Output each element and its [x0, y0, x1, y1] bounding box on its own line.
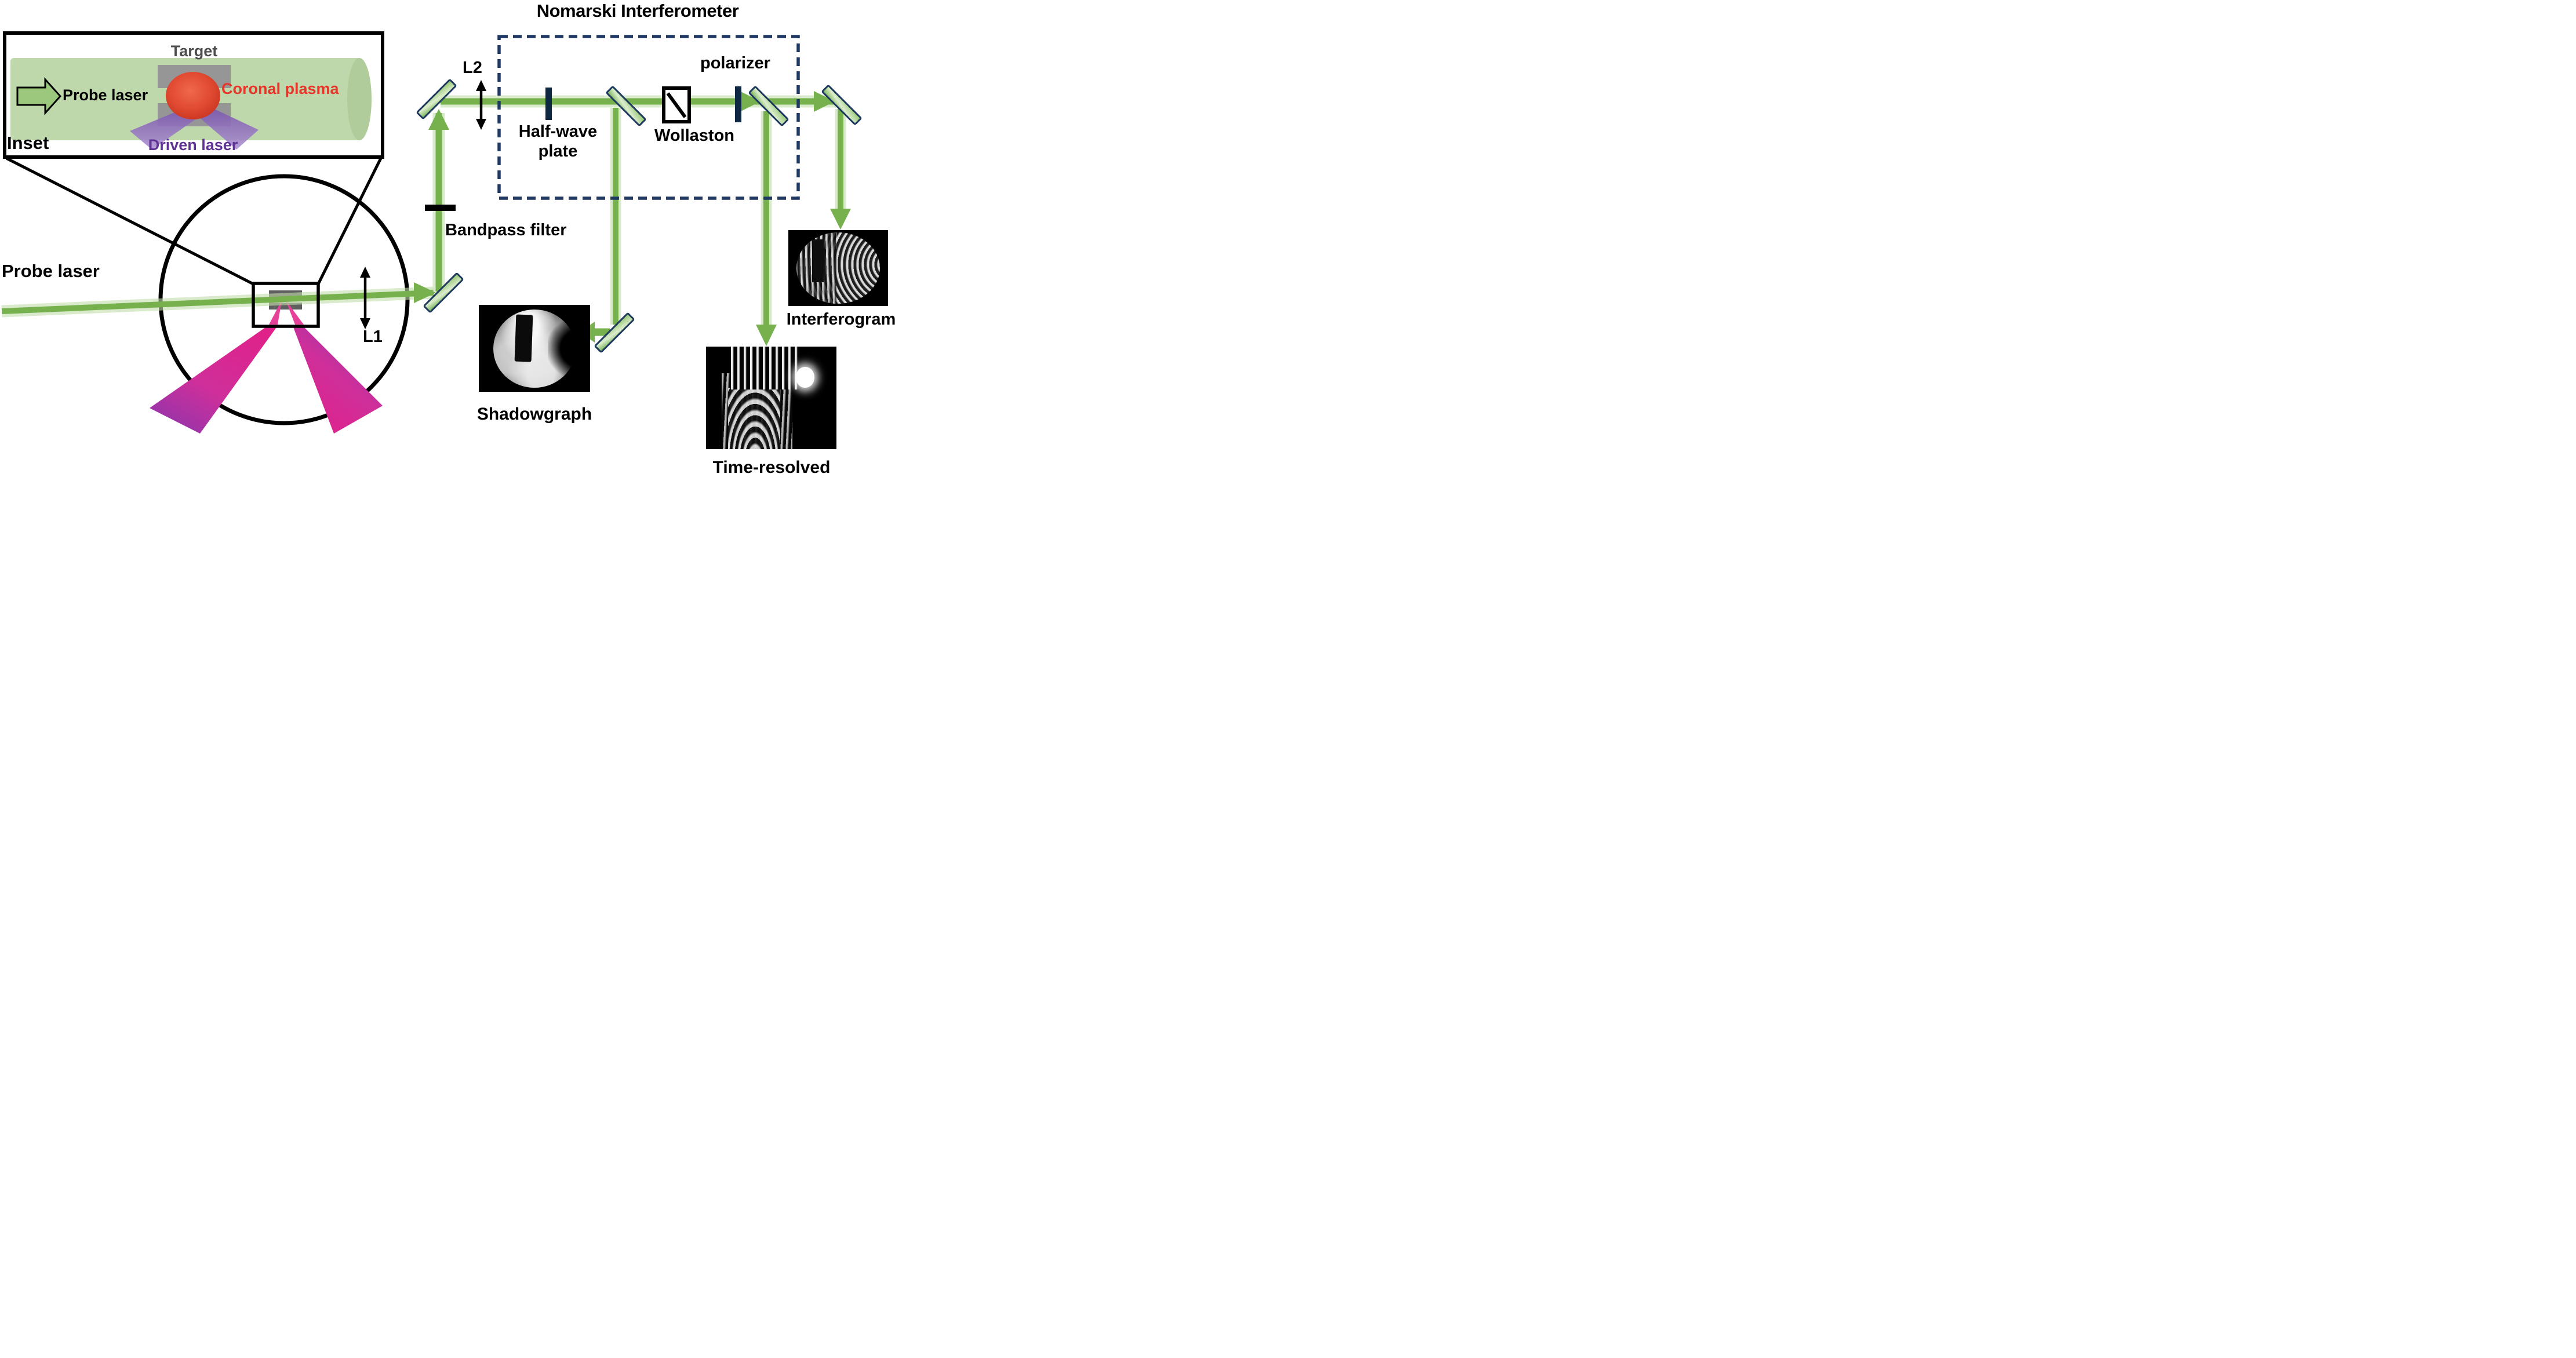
bandpass-filter-bar [425, 205, 456, 211]
lens2-icon [476, 80, 486, 130]
inset-probe-arrow-icon [16, 77, 62, 115]
half-wave-plate-icon [545, 88, 552, 120]
lens1-icon [360, 267, 370, 329]
shadowgraph-target-notch [514, 314, 533, 362]
inset-frame-label: Inset [7, 133, 49, 153]
coronal-plasma-ellipse [166, 72, 220, 119]
beamsplitter1-icon [606, 86, 646, 126]
inset-target-label: Target [170, 42, 218, 60]
interferogram-caption: Interferogram [786, 310, 896, 329]
shadowgraph-image [479, 305, 590, 392]
lens1-label: L1 [363, 327, 383, 346]
mirror2-icon [416, 79, 457, 119]
mirror3-icon [821, 85, 862, 125]
inset-driven-laser-label: Driven laser [148, 136, 238, 154]
time-resolved-bright-spot [796, 367, 814, 388]
shadowgraph-caption: Shadowgraph [476, 405, 592, 424]
polarizer-label: polarizer [700, 54, 770, 72]
arrowhead-into-beamsplitter2 [740, 91, 761, 112]
interferogram-fringe-circle [796, 232, 881, 304]
inset-funnel-line-left [5, 156, 254, 286]
probe-laser-label: Probe laser [2, 261, 100, 281]
nomarski-dashed-box [497, 35, 800, 200]
lens2-label: L2 [463, 59, 482, 77]
interferogram-target-bar [812, 239, 824, 283]
inset-driven-cone-right [199, 107, 259, 150]
half-wave-plate-label-line1: Half-wave [518, 122, 598, 141]
optical-layout-svg [1, 31, 862, 434]
driven-beam-in-box-right [286, 300, 304, 325]
wollaston-diagonal [666, 92, 687, 118]
interferogram-image [788, 230, 888, 306]
diagram-canvas: Nomarski Interferometer Target Coronal p… [0, 0, 909, 479]
inset-probe-laser-label: Probe laser [63, 86, 148, 104]
inset-frame [3, 31, 384, 159]
beamsplitter2-icon [748, 86, 789, 126]
arrowhead-into-time-resolved [756, 325, 777, 346]
probe-beam [1, 290, 434, 314]
time-resolved-image [706, 347, 836, 449]
mirror1-icon [423, 272, 464, 313]
bandpass-filter-label: Bandpass filter [445, 221, 567, 239]
target-box-border [252, 282, 320, 328]
driven-beam-in-box-left [269, 300, 282, 325]
half-wave-plate-label-line2: plate [538, 142, 578, 161]
page-title: Nomarski Interferometer [536, 1, 739, 21]
inset-funnel-line-right [316, 157, 383, 285]
inset-group [3, 31, 384, 159]
driven-laser-cone-right [293, 326, 383, 434]
inset-coronal-plasma-label: Coronal plasma [221, 80, 339, 97]
arrowhead-into-mirror1 [414, 282, 436, 303]
time-resolved-fringe-comb [730, 347, 800, 390]
time-resolved-chevrons [728, 387, 781, 449]
shadowgraph-mirror-icon [594, 312, 635, 353]
polarizer-icon [735, 86, 741, 122]
wollaston-label: Wollaston [654, 126, 735, 145]
arrowhead-up-into-mirror2 [428, 109, 449, 130]
cylinder-end-cap [347, 58, 372, 140]
driven-laser-cone-left [150, 326, 278, 434]
shadowgraph-dark-crescent [548, 317, 581, 380]
inset-driven-cone-left [130, 107, 199, 150]
arrowhead-into-interferogram [830, 209, 851, 230]
arrowhead-into-mirror3 [814, 91, 835, 112]
time-resolved-caption: Time-resolved [712, 458, 831, 477]
